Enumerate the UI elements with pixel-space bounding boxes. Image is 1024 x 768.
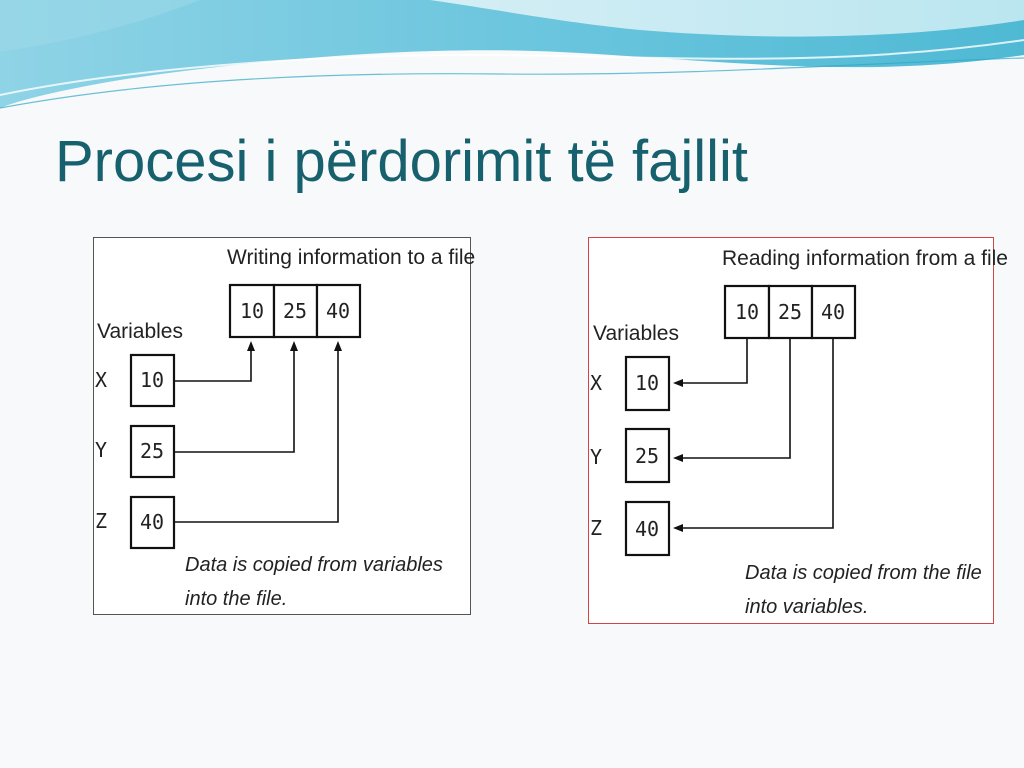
writing-diagram: Writing information to a file Variables …	[95, 246, 475, 610]
file-cell-1	[228, 283, 276, 339]
variable-value-y: 25	[140, 439, 164, 463]
arrowhead-file-to-x	[673, 379, 683, 387]
variable-box-x	[624, 355, 671, 412]
variables-label: Variables	[593, 322, 679, 345]
arrow-x-to-file	[174, 350, 252, 382]
arrowhead-y-to-file	[290, 341, 298, 351]
variable-box-y	[624, 427, 671, 484]
file-value-1: 10	[240, 299, 264, 323]
variable-value-z: 40	[635, 517, 659, 541]
file-value-3: 40	[326, 299, 350, 323]
writing-diagram-panel: Writing information to a file Variables …	[93, 237, 475, 615]
variable-name-z: Z	[95, 509, 107, 533]
variable-value-y: 25	[635, 444, 659, 468]
reading-diagram: Reading information from a file Variable…	[590, 247, 1008, 618]
writing-caption-line2: into the file.	[185, 588, 287, 610]
arrowhead-x-to-file	[247, 341, 255, 351]
arrow-file-to-z	[682, 338, 834, 529]
variable-value-x: 10	[635, 371, 659, 395]
file-value-1: 10	[735, 300, 759, 324]
variables-label: Variables	[97, 320, 183, 343]
file-value-2: 25	[778, 300, 802, 324]
reading-diagram-panel: Reading information from a file Variable…	[588, 237, 1008, 624]
file-value-3: 40	[821, 300, 845, 324]
file-value-2: 25	[283, 299, 307, 323]
reading-caption-line2: into variables.	[745, 596, 868, 618]
variable-name-x: X	[590, 371, 602, 395]
header-wave-decoration	[0, 0, 1024, 109]
writing-caption-line1: Data is copied from variables	[185, 554, 443, 576]
arrow-file-to-x	[682, 338, 748, 384]
variable-box-y	[129, 424, 176, 479]
slide-title: Procesi i përdorimit të fajllit	[55, 129, 748, 194]
arrowhead-file-to-y	[673, 454, 683, 462]
variable-name-z: Z	[590, 516, 602, 540]
file-cell-2	[767, 284, 814, 340]
arrowhead-file-to-z	[673, 524, 683, 532]
variable-box-z	[624, 500, 671, 557]
variable-name-y: Y	[590, 445, 602, 469]
variable-name-x: X	[95, 368, 107, 392]
file-cell-2	[272, 283, 319, 339]
variable-value-x: 10	[140, 368, 164, 392]
variable-name-y: Y	[95, 438, 107, 462]
arrowhead-z-to-file	[334, 341, 342, 351]
writing-heading: Writing information to a file	[227, 246, 475, 269]
file-cell-3	[315, 283, 362, 339]
arrow-file-to-y	[682, 338, 791, 459]
reading-caption-line1: Data is copied from the file	[745, 562, 982, 584]
reading-heading: Reading information from a file	[722, 247, 1008, 270]
arrow-y-to-file	[174, 350, 295, 453]
arrow-z-to-file	[174, 350, 339, 523]
variable-value-z: 40	[140, 510, 164, 534]
